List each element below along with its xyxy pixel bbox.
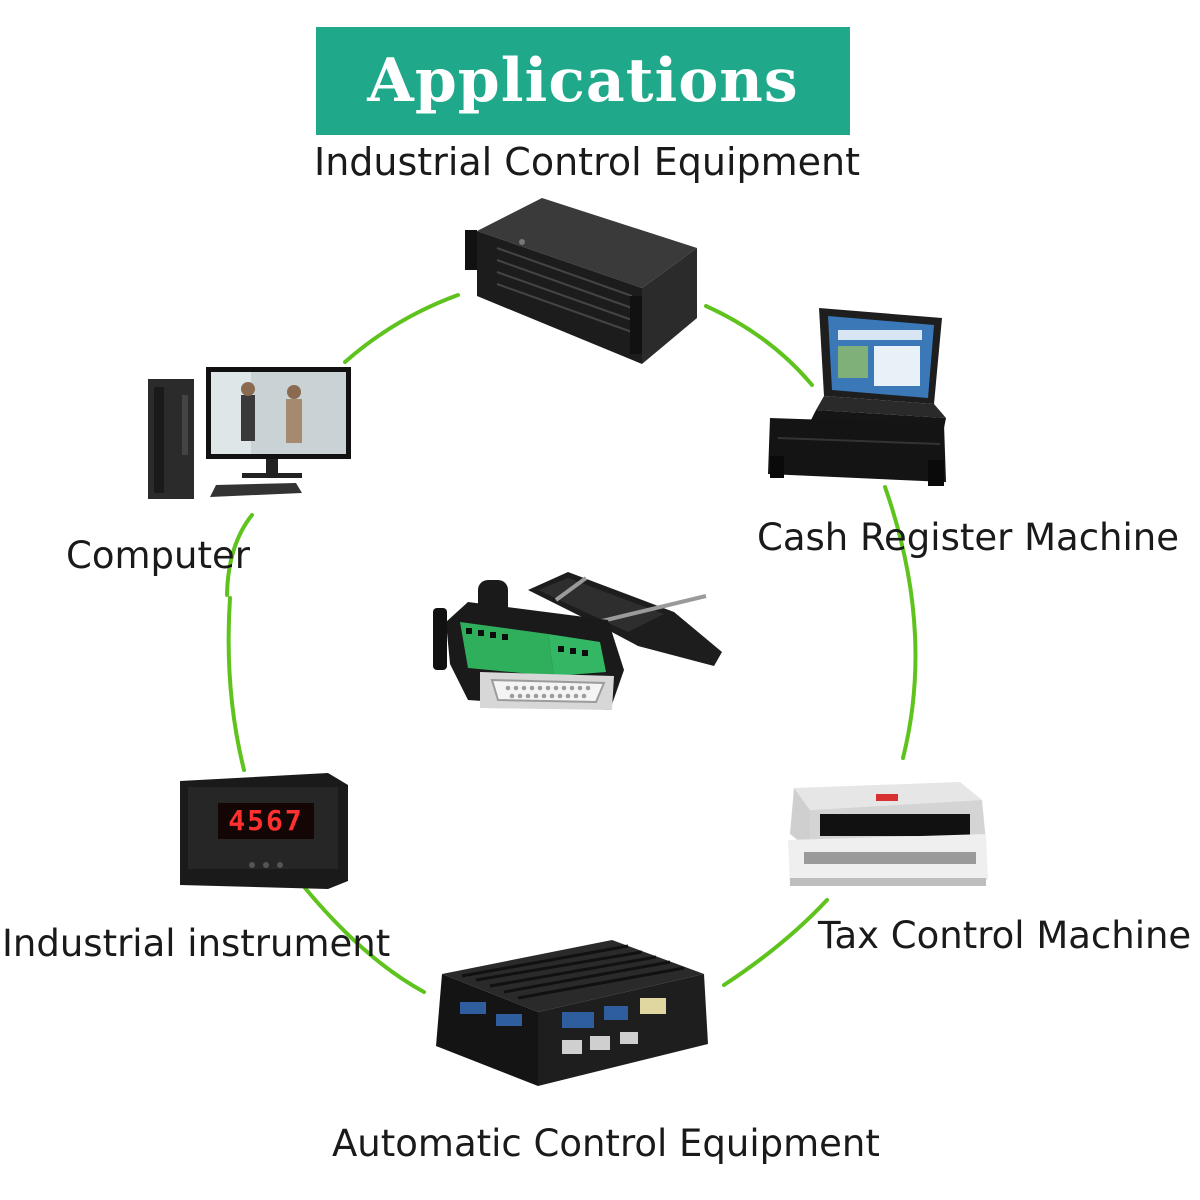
ring-arc-left-middle	[226, 596, 246, 772]
db25-connector-icon	[433, 572, 722, 710]
rugged-laptop-icon	[768, 308, 946, 486]
panel-meter-icon: 4567	[178, 773, 350, 889]
rack-server-icon	[465, 198, 697, 364]
ring-arc-bottom-right	[722, 898, 829, 987]
ring-arc-right	[883, 485, 918, 760]
label-automatic-control-equipment: Automatic Control Equipment	[332, 1122, 880, 1165]
label-industrial-control-equipment: Industrial Control Equipment	[314, 140, 861, 184]
ring-arc-left-upper	[225, 513, 254, 597]
applications-banner: Applications	[316, 27, 850, 135]
label-tax-control-machine: Tax Control Machine	[818, 914, 1192, 957]
ring-arc-top-right	[704, 304, 814, 387]
desktop-computer-icon	[148, 367, 351, 499]
dot-matrix-printer-icon	[788, 782, 988, 886]
ring-arc-bottom-left	[303, 886, 426, 994]
fanless-box-pc-icon	[436, 940, 708, 1086]
meter-display-value: 4567	[228, 804, 304, 837]
banner-title: Applications	[367, 46, 799, 116]
label-cash-register-machine: Cash Register Machine	[757, 516, 1179, 559]
ring-arc-top-left	[343, 293, 460, 364]
label-computer: Computer	[66, 534, 250, 577]
label-industrial-instrument: Industrial instrument	[2, 922, 391, 965]
